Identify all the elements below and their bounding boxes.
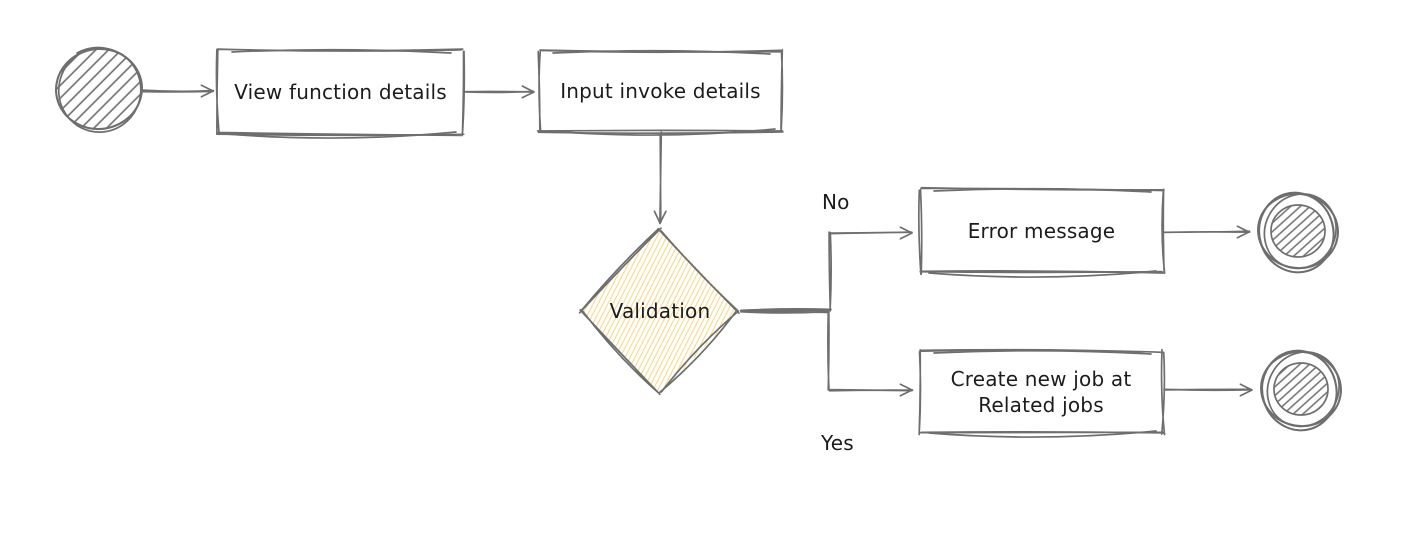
node-fill bbox=[218, 50, 463, 134]
arrowhead-icon bbox=[200, 84, 214, 98]
edge-start-to-view bbox=[140, 84, 215, 98]
node-create-new-job bbox=[918, 348, 1166, 438]
outer-ring bbox=[1266, 351, 1340, 428]
node-overdraw bbox=[928, 270, 1157, 278]
node-fill bbox=[1271, 205, 1325, 257]
node-validation bbox=[578, 227, 740, 396]
node-overdraw bbox=[547, 128, 776, 136]
node-fill bbox=[920, 351, 1163, 433]
node-outline bbox=[536, 49, 784, 135]
arrowhead-icon bbox=[1236, 225, 1250, 239]
edge-line bbox=[739, 231, 913, 312]
edge-line bbox=[463, 90, 535, 94]
arrowhead-icon bbox=[1239, 383, 1253, 397]
outer-ring bbox=[1258, 191, 1335, 274]
inner-circle bbox=[1270, 204, 1326, 258]
arrowhead-icon bbox=[899, 383, 913, 397]
arrowhead-icon bbox=[899, 226, 913, 240]
edge-validation-to-error bbox=[739, 226, 913, 312]
edge-line bbox=[659, 131, 663, 225]
node-end-error bbox=[1257, 191, 1339, 274]
node-overdraw bbox=[928, 430, 1157, 438]
edge-create-to-end bbox=[1163, 383, 1253, 397]
node-input-invoke-details bbox=[536, 49, 784, 136]
edge-line bbox=[140, 89, 215, 93]
edge-line bbox=[1163, 388, 1253, 392]
arrowhead-icon bbox=[653, 210, 667, 224]
outer-ring bbox=[1263, 193, 1337, 270]
node-fill bbox=[581, 229, 739, 393]
node-outline bbox=[215, 48, 466, 137]
node-error-message bbox=[917, 186, 1166, 278]
node-start bbox=[54, 46, 144, 133]
edge-validation-to-create bbox=[740, 310, 914, 397]
node-end-create bbox=[1260, 349, 1342, 432]
node-overdraw bbox=[933, 187, 1152, 193]
edge-input-to-validation bbox=[653, 131, 667, 225]
outer-ring bbox=[1261, 349, 1338, 432]
node-fill bbox=[539, 51, 782, 131]
node-outline bbox=[578, 227, 740, 396]
node-overdraw bbox=[76, 46, 124, 56]
arrowhead-icon bbox=[521, 85, 535, 99]
node-fill bbox=[1274, 363, 1328, 415]
edge-line bbox=[1162, 230, 1251, 234]
node-overdraw bbox=[933, 349, 1152, 355]
node-overdraw bbox=[226, 131, 457, 139]
node-overdraw bbox=[231, 48, 452, 54]
edge-view-to-input bbox=[463, 85, 535, 99]
edge-error-to-end bbox=[1162, 225, 1251, 239]
inner-circle bbox=[1273, 362, 1329, 416]
node-fill bbox=[920, 189, 1163, 273]
edge-line bbox=[740, 310, 914, 392]
node-overdraw bbox=[552, 49, 771, 55]
node-view-function-details bbox=[215, 48, 466, 139]
node-fill bbox=[57, 48, 141, 130]
